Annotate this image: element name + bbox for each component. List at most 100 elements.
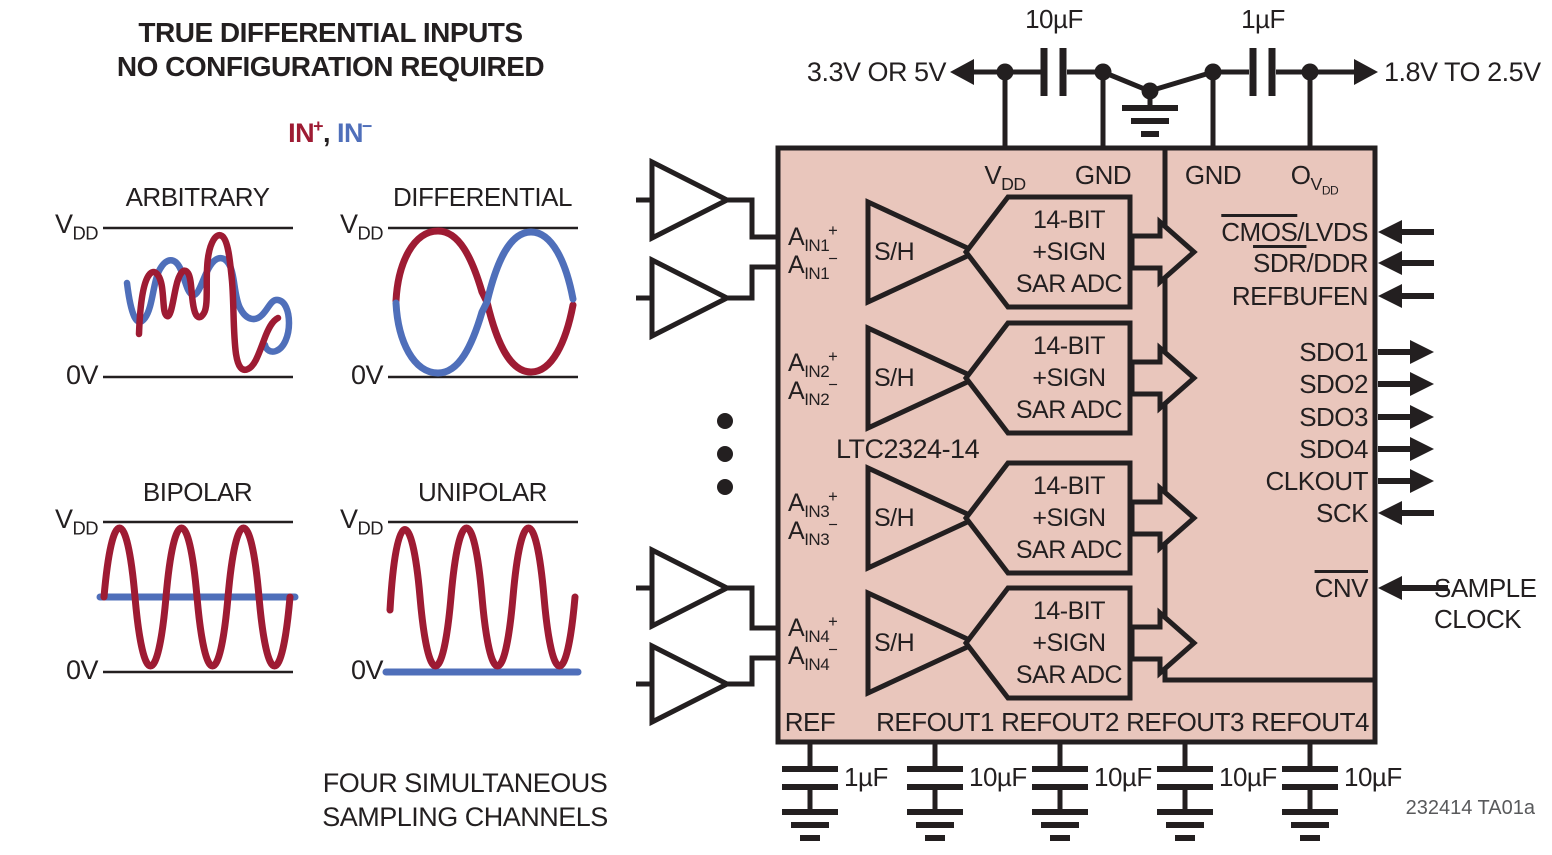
sh-label-ch3: S/H — [874, 504, 915, 532]
pin-cmos-lvds: CMOS/LVDS — [1221, 217, 1368, 247]
right-rail-arrow — [1354, 59, 1378, 85]
right-pin-arrows — [1378, 220, 1448, 600]
sh-label-ch4: S/H — [874, 629, 915, 657]
sh-label-ch1: S/H — [874, 238, 915, 266]
caption: FOUR SIMULTANEOUS SAMPLING CHANNELS — [300, 766, 630, 834]
pin-refout1: REFOUT1 — [876, 707, 994, 737]
pin-sdo4: SDO4 — [1299, 434, 1368, 464]
refout4-cap-label: 10µF — [1344, 762, 1402, 792]
ain4-plus: AIN4+ — [788, 612, 838, 646]
differential-0v-label: 0V — [350, 360, 384, 390]
panel-title-differential: DIFFERENTIAL — [393, 182, 572, 212]
bipolar-vdd-label: VDD — [54, 504, 99, 539]
differential-vdd-label: VDD — [339, 209, 384, 244]
unipolar-0v-label: 0V — [350, 655, 384, 685]
sdr-ddr-arrowhead — [1378, 251, 1402, 275]
ain-label-ch4: AIN4+ AIN4− — [788, 612, 838, 674]
buffer-input-stubs — [636, 197, 652, 687]
supply-circuit — [956, 48, 1358, 151]
title-line-2: NO CONFIGURATION REQUIRED — [116, 51, 545, 82]
sh-amp-ch1 — [865, 198, 982, 306]
panel-title-unipolar: UNIPOLAR — [418, 477, 547, 507]
ain1-plus: AIN1+ — [788, 221, 838, 255]
differential-in-plus-curve — [392, 227, 577, 376]
bypass-cap-10uf — [1040, 48, 1067, 96]
cap-plates — [782, 766, 1338, 790]
sh-amp-ch3 — [865, 464, 982, 572]
buffer-wire-ch1-minus — [727, 264, 780, 301]
waveform-differential — [392, 227, 577, 377]
pin-refbufen: REFBUFEN — [1231, 281, 1369, 311]
left-rail-arrow — [950, 59, 974, 85]
ref-cap-label: 1µF — [844, 762, 888, 792]
pin-vdd: VDD — [984, 160, 1026, 195]
supply-junction-dots — [996, 63, 1319, 100]
page-title: TRUE DIFFERENTIAL INPUTS NO CONFIGURATIO… — [108, 16, 553, 84]
pin-sck: SCK — [1316, 498, 1368, 528]
buffer-wire-ch1-plus — [727, 197, 780, 240]
sdo4-arrowhead — [1410, 437, 1434, 461]
panel-title-bipolar: BIPOLAR — [142, 477, 253, 507]
input-buffer-ch4-plus — [649, 545, 733, 631]
bottom-decoupling — [782, 742, 1338, 841]
sdo1-arrowhead — [1410, 340, 1434, 364]
input-buffers — [636, 157, 780, 727]
ain4-minus: AIN4− — [788, 640, 838, 674]
sh-label-ch2: S/H — [874, 364, 915, 392]
ain3-plus: AIN3+ — [788, 487, 838, 521]
cmos-lvds-arrowhead — [1378, 220, 1402, 244]
waveform-unipolar — [382, 524, 582, 676]
sdo3-arrowhead — [1410, 405, 1434, 429]
chip-io-block — [1162, 145, 1378, 683]
ain2-plus: AIN2+ — [788, 347, 838, 381]
pin-sdo3: SDO3 — [1299, 402, 1368, 432]
pin-sdo2: SDO2 — [1299, 369, 1368, 399]
pin-ref: REF — [784, 707, 836, 737]
bipolar-0v-label: 0V — [65, 655, 99, 685]
panel-title-arbitrary: ARBITRARY — [125, 182, 270, 212]
refout3-cap-label: 10µF — [1219, 762, 1277, 792]
waveform-axes — [103, 226, 578, 674]
legend-in-minus: IN− — [337, 116, 372, 148]
pin-refout4: REFOUT4 — [1251, 707, 1369, 737]
pin-ovdd: OVDD — [1290, 160, 1339, 198]
ain3-minus: AIN3− — [788, 515, 838, 549]
pin-refout2: REFOUT2 — [1001, 707, 1119, 737]
sh-amp-ch2 — [865, 324, 982, 432]
left-rail-label: 3.3V OR 5V — [806, 57, 947, 87]
pin-cnv: CNV — [1314, 573, 1369, 603]
arbitrary-0v-label: 0V — [65, 360, 99, 390]
pin-gnd-1: GND — [1074, 160, 1132, 190]
arbitrary-vdd-label: VDD — [54, 209, 99, 244]
adc-output-arrow-ch1 — [1129, 216, 1198, 288]
refout1-cap-label: 10µF — [969, 762, 1027, 792]
ain1-minus: AIN1− — [788, 249, 838, 283]
unipolar-sine-curve — [386, 524, 579, 670]
figure-note: 232414 TA01a — [1405, 797, 1535, 819]
input-legend: IN+, IN− — [230, 116, 430, 149]
legend-in-plus: IN+ — [288, 116, 323, 148]
right-rail-label: 1.8V TO 2.5V — [1384, 57, 1541, 87]
adc-output-arrow-ch3 — [1129, 482, 1198, 554]
clkout-arrowhead — [1410, 469, 1434, 493]
unipolar-vdd-label: VDD — [339, 504, 384, 539]
pin-sdo1: SDO1 — [1299, 337, 1368, 367]
bypass-cap-1uf — [1249, 48, 1276, 96]
pin-sdr-ddr: SDR/DDR — [1253, 248, 1368, 278]
pin-clkout: CLKOUT — [1265, 466, 1369, 496]
adc-output-arrow-ch4 — [1129, 607, 1198, 679]
differential-in-minus-curve — [392, 228, 577, 377]
refout2-cap-label: 10µF — [1094, 762, 1152, 792]
legend-separator: , — [322, 118, 337, 148]
arbitrary-in-plus-curve — [135, 232, 282, 373]
waveform-bipolar — [96, 524, 299, 670]
caption-line-1: FOUR SIMULTANEOUS — [322, 768, 608, 798]
cap2-label: 1µF — [1241, 4, 1285, 34]
ground-symbols-bottom — [782, 809, 1338, 841]
